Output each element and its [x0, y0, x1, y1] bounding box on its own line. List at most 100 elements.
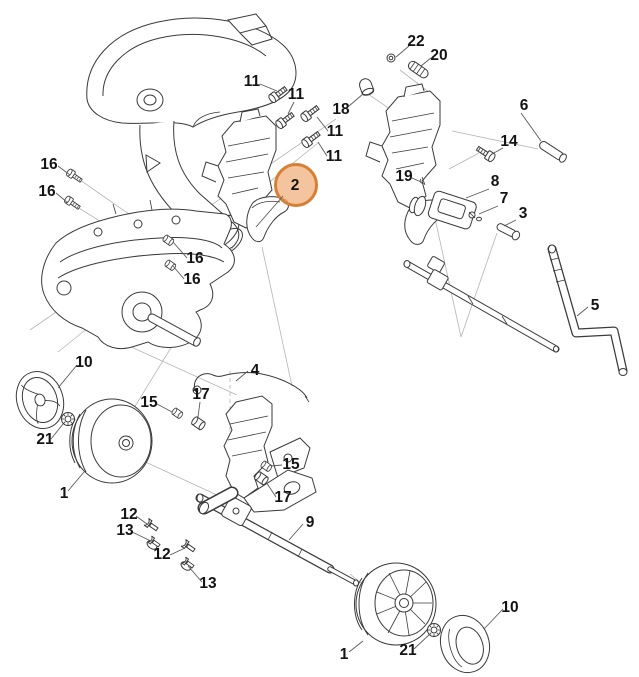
leader-line-11 — [287, 101, 295, 115]
leader-line-17 — [265, 481, 277, 498]
part-label-14[interactable]: 14 — [500, 133, 518, 150]
part-label-21[interactable]: 21 — [36, 431, 54, 448]
construction-lines — [29, 69, 539, 641]
part-label-8[interactable]: 8 — [491, 173, 500, 190]
leader-line-12 — [169, 547, 186, 556]
part-label-15[interactable]: 15 — [140, 394, 158, 411]
bolt-16-b — [62, 194, 82, 212]
part-label-20[interactable]: 20 — [430, 47, 447, 64]
part-label-7[interactable]: 7 — [500, 190, 509, 207]
leader-line-12 — [135, 515, 148, 525]
leader-line-11 — [259, 83, 278, 92]
leader-line-7 — [478, 205, 499, 215]
crank-handle-5 — [547, 244, 628, 376]
wheel-right — [354, 562, 437, 646]
leader-line-4 — [235, 370, 249, 382]
leader-line-18 — [348, 93, 364, 107]
wheel-left — [69, 398, 153, 484]
leader-line-8 — [465, 188, 490, 199]
part-label-16[interactable]: 16 — [38, 183, 56, 200]
leader-line-3 — [503, 219, 517, 227]
pin-3 — [496, 223, 521, 241]
bushing-15-a — [170, 406, 185, 420]
part-label-11[interactable]: 11 — [326, 148, 343, 165]
part-label-12[interactable]: 12 — [153, 546, 170, 563]
fasteners — [62, 53, 567, 571]
part-label-1[interactable]: 1 — [60, 485, 69, 502]
leader-line-22 — [395, 45, 410, 58]
part-label-18[interactable]: 18 — [332, 101, 350, 118]
part-label-1[interactable]: 1 — [340, 646, 349, 663]
washer-screw-13-a — [146, 535, 162, 550]
part-label-22[interactable]: 22 — [407, 33, 424, 50]
part-label-21[interactable]: 21 — [399, 642, 417, 659]
part-label-16[interactable]: 16 — [40, 156, 58, 173]
bolt-16-a — [64, 167, 84, 185]
adjuster-housing-8 — [408, 176, 482, 230]
depth-rod — [403, 256, 560, 353]
part-label-3[interactable]: 3 — [519, 205, 528, 222]
leader-lines — [50, 45, 589, 653]
hubcap-left — [15, 371, 65, 429]
leader-line-6 — [520, 112, 542, 142]
part-label-10[interactable]: 10 — [75, 354, 92, 371]
grommet-18 — [359, 78, 375, 96]
part-label-19[interactable]: 19 — [395, 168, 413, 185]
part-label-15[interactable]: 15 — [282, 456, 300, 473]
bushing-17-a — [190, 415, 207, 432]
part-label-11[interactable]: 11 — [244, 73, 261, 90]
leader-line-13 — [131, 531, 152, 542]
lower-bracket-assembly — [223, 395, 317, 513]
leader-line-11 — [316, 116, 329, 132]
right-bracket-assembly — [365, 83, 449, 245]
leader-line-17 — [197, 401, 201, 418]
hubcap-right — [439, 614, 491, 674]
part-label-16[interactable]: 16 — [183, 271, 201, 288]
leader-line-15 — [156, 403, 173, 413]
transmission-housing — [41, 199, 235, 350]
part-label-5[interactable]: 5 — [591, 297, 600, 314]
screw-22 — [386, 53, 396, 63]
part-label-17[interactable]: 17 — [192, 386, 209, 403]
bracket-part-2[interactable] — [201, 108, 289, 243]
screw-12-b — [180, 539, 197, 555]
leader-line-9 — [288, 523, 304, 541]
part-label-10[interactable]: 10 — [501, 599, 518, 616]
bolt-11-b — [274, 110, 297, 131]
part-label-9[interactable]: 9 — [306, 514, 315, 531]
highlight-circle[interactable] — [274, 163, 318, 207]
pin-6 — [539, 141, 567, 163]
leader-line-16 — [172, 265, 185, 280]
part-label-11[interactable]: 11 — [327, 123, 344, 140]
leader-line-10 — [57, 364, 78, 389]
part-label-2-highlighted[interactable]: 2 — [291, 177, 300, 194]
screw-7 — [468, 211, 482, 222]
screw-12-a — [143, 518, 160, 534]
part-label-13[interactable]: 13 — [199, 575, 217, 592]
washer-screw-13-b — [180, 556, 196, 571]
leader-line-20 — [420, 57, 432, 67]
spring-20 — [407, 60, 429, 79]
part-label-11[interactable]: 11 — [288, 86, 305, 103]
bolt-11-c — [299, 103, 322, 124]
leader-line-15 — [270, 464, 283, 467]
leader-line-16 — [172, 241, 188, 259]
leader-line-16 — [55, 192, 69, 204]
part-label-16[interactable]: 16 — [186, 250, 204, 267]
part-label-17[interactable]: 17 — [274, 489, 291, 506]
part-label-4[interactable]: 4 — [251, 362, 260, 379]
leader-line-10 — [483, 608, 504, 630]
bolt-11-d — [300, 129, 323, 150]
part-label-6[interactable]: 6 — [520, 97, 529, 114]
leader-line-5 — [576, 306, 589, 317]
part-label-12[interactable]: 12 — [120, 506, 137, 523]
leader-line-21 — [50, 423, 64, 440]
axle-9 — [195, 486, 359, 587]
leader-line-2 — [255, 195, 284, 228]
leader-line-11 — [317, 141, 328, 157]
part-label-13[interactable]: 13 — [116, 522, 134, 539]
leader-line-21 — [413, 632, 432, 650]
